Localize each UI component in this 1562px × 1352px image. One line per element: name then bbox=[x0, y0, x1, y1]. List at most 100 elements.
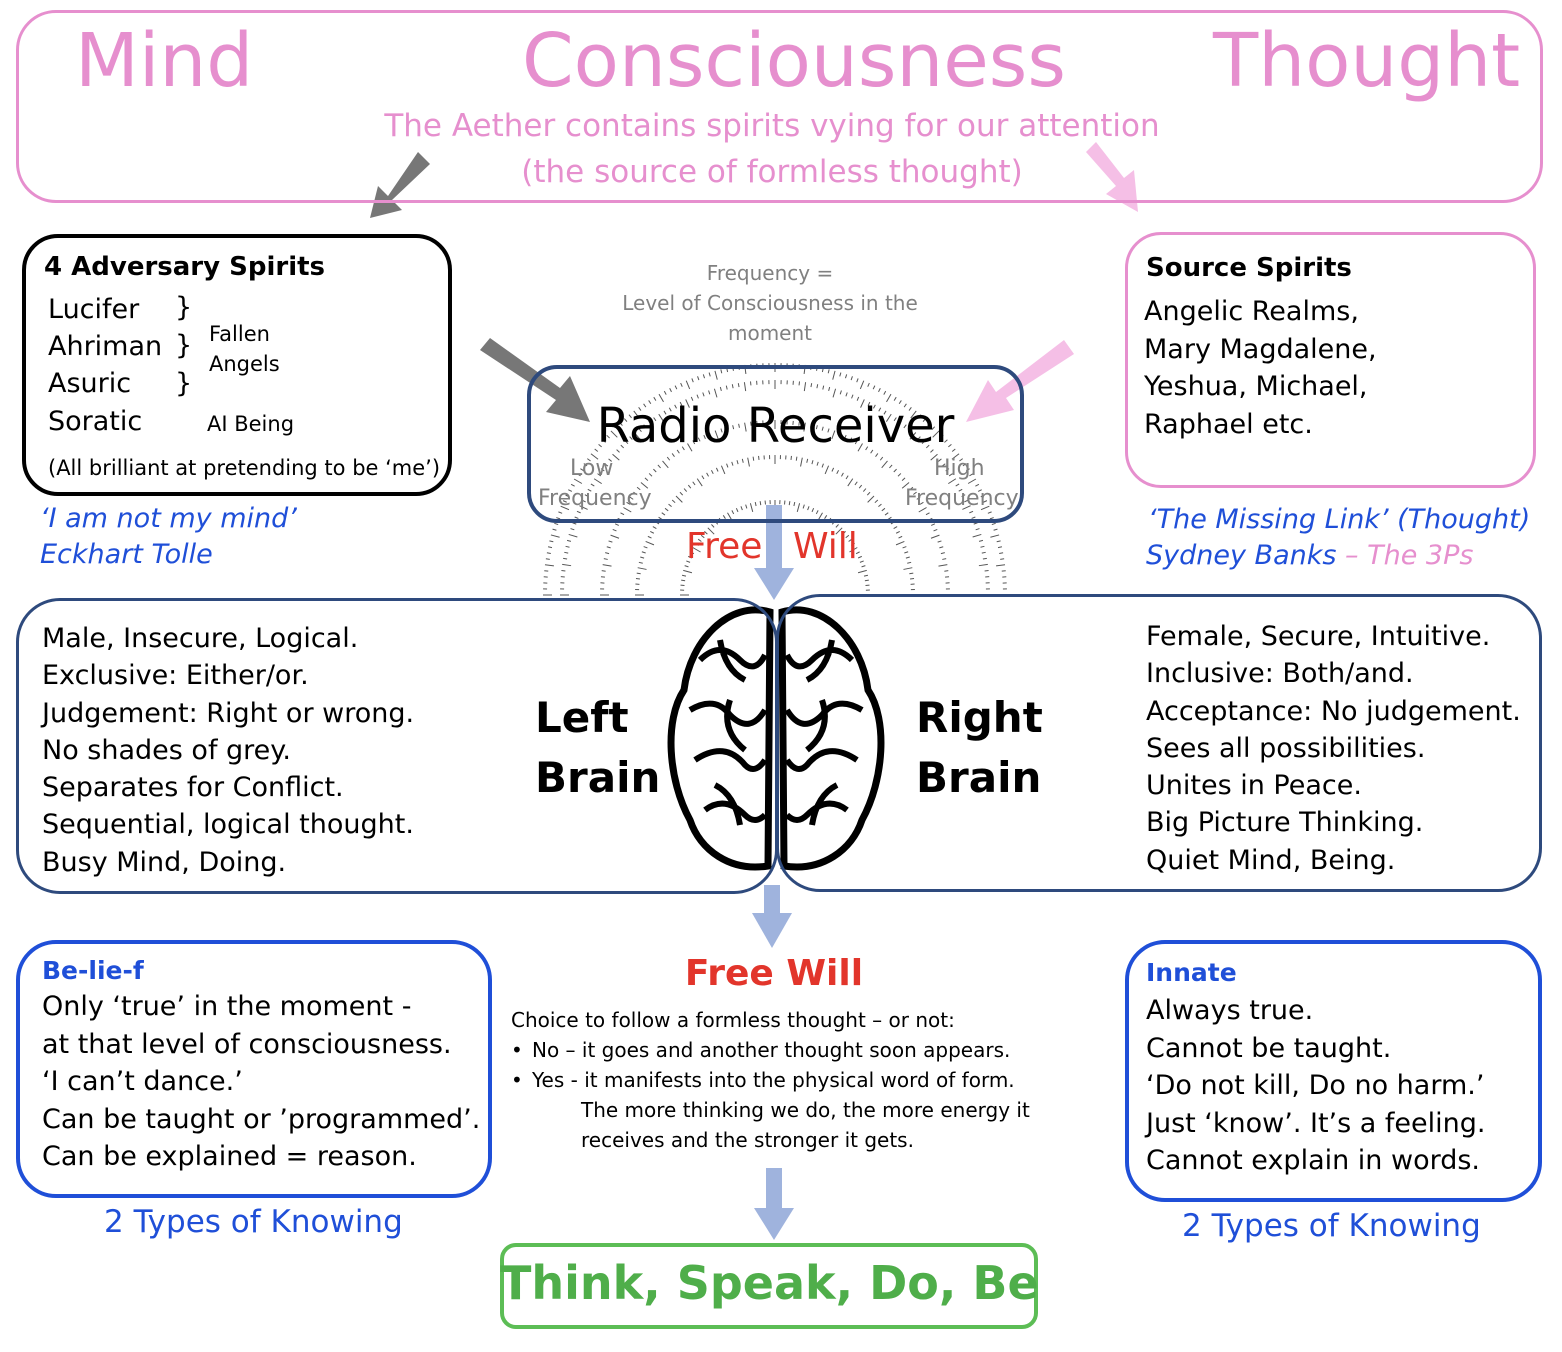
dial-tick bbox=[858, 484, 863, 489]
dial-tick bbox=[788, 501, 791, 506]
right-brain-box bbox=[776, 594, 1542, 892]
dial-tick bbox=[821, 463, 824, 468]
belief-lines: Only ‘true’ in the moment - at that leve… bbox=[42, 988, 480, 1176]
dial-tick bbox=[544, 564, 554, 567]
dial-tick bbox=[910, 410, 917, 419]
dial-tick bbox=[898, 535, 903, 539]
dial-tick bbox=[686, 560, 691, 563]
dial-tick bbox=[704, 531, 708, 535]
dial-tick bbox=[807, 506, 810, 511]
dial-tick bbox=[822, 385, 825, 390]
dial-tick bbox=[999, 552, 1004, 554]
dial-tick bbox=[679, 491, 684, 496]
dial-tick bbox=[637, 567, 647, 570]
dial-tick bbox=[983, 500, 988, 503]
dial-tick bbox=[685, 380, 691, 390]
innate-line: Cannot be taught. bbox=[1146, 1032, 1392, 1064]
free-will-text: Choice to follow a formless thought – or… bbox=[511, 1005, 1030, 1155]
dial-tick bbox=[620, 444, 625, 449]
dial-tick bbox=[745, 504, 748, 509]
dial-tick bbox=[921, 440, 926, 445]
dial-tick bbox=[839, 390, 842, 395]
dial-tick bbox=[961, 494, 966, 497]
dial-tick bbox=[987, 511, 992, 514]
dial-tick bbox=[901, 477, 906, 481]
belief-line: at that level of consciousness. bbox=[42, 1028, 452, 1060]
dial-tick bbox=[652, 526, 657, 529]
dial-tick bbox=[565, 545, 570, 548]
dial-tick bbox=[909, 432, 917, 440]
dial-tick bbox=[951, 448, 956, 452]
dial-tick bbox=[683, 488, 688, 492]
dial-tick bbox=[909, 486, 914, 491]
dial-tick bbox=[845, 475, 849, 480]
dial-tick bbox=[590, 483, 595, 487]
source-line: Yeshua, Michael, bbox=[1144, 371, 1368, 402]
dial-tick bbox=[969, 510, 974, 514]
dial-tick bbox=[706, 472, 709, 477]
dial-tick bbox=[832, 370, 836, 380]
dial-tick bbox=[633, 432, 641, 440]
dial-tick bbox=[913, 491, 917, 495]
dial-tick bbox=[816, 461, 819, 466]
dial-tick bbox=[674, 385, 678, 390]
dial-tick bbox=[859, 380, 865, 390]
trait: Acceptance: No judgement. bbox=[1146, 695, 1521, 727]
dial-tick bbox=[657, 464, 661, 469]
dial-tick bbox=[795, 456, 798, 461]
dial-tick bbox=[902, 546, 907, 549]
radio-receiver-title: Radio Receiver bbox=[596, 398, 955, 454]
dial-tick bbox=[972, 533, 982, 538]
dial-tick bbox=[828, 386, 831, 392]
dial-tick bbox=[848, 538, 853, 542]
dial-tick bbox=[546, 552, 551, 554]
dial-tick bbox=[908, 407, 912, 411]
dial-tick bbox=[752, 456, 755, 461]
dial-tick bbox=[841, 472, 844, 477]
dial-tick bbox=[991, 522, 996, 526]
dial-tick bbox=[881, 507, 886, 512]
dial-tick bbox=[803, 422, 806, 432]
dial-tick bbox=[845, 534, 850, 539]
innate-title: Innate bbox=[1146, 958, 1237, 987]
dial-tick bbox=[940, 552, 945, 555]
dial-tick bbox=[737, 383, 740, 388]
innate-caption: 2 Types of Knowing bbox=[1182, 1208, 1481, 1244]
adversary-name: Ahriman bbox=[48, 331, 163, 362]
dial-tick bbox=[566, 539, 572, 542]
dial-tick bbox=[889, 464, 893, 469]
dial-tick bbox=[857, 569, 867, 574]
dial-tick bbox=[669, 388, 672, 393]
dial-tick bbox=[573, 478, 583, 484]
dial-tick bbox=[554, 522, 559, 526]
dial-tick bbox=[653, 468, 657, 473]
dial-tick bbox=[803, 382, 807, 392]
three-ps: – The 3Ps bbox=[1336, 540, 1474, 571]
dial-tick bbox=[685, 399, 690, 408]
dial-tick bbox=[980, 545, 985, 548]
dial-tick bbox=[878, 407, 882, 412]
dial-tick bbox=[917, 436, 921, 440]
label-line: Brain bbox=[916, 753, 1042, 802]
dial-tick bbox=[879, 456, 884, 461]
source-title: Source Spirits bbox=[1146, 253, 1352, 283]
dial-tick bbox=[648, 420, 652, 425]
dial-tick bbox=[925, 512, 930, 516]
dial-tick bbox=[608, 540, 613, 543]
dial-tick bbox=[594, 448, 599, 452]
adversary-spirits-box bbox=[22, 234, 452, 496]
dial-tick bbox=[747, 457, 750, 467]
frequency-note-line: moment bbox=[727, 321, 813, 345]
dial-tick bbox=[579, 505, 588, 510]
dial-tick bbox=[641, 551, 646, 554]
header-subtitle-1: The Aether contains spirits vying for ou… bbox=[384, 108, 1160, 144]
dial-tick bbox=[708, 390, 711, 395]
bullet-text: Yes - it manifests into the physical wor… bbox=[532, 1068, 1015, 1092]
dial-tick bbox=[931, 523, 936, 526]
dial-tick bbox=[688, 555, 693, 559]
dial-tick bbox=[690, 551, 695, 555]
dial-tick bbox=[674, 404, 677, 409]
dial-tick bbox=[584, 494, 589, 497]
dial-tick bbox=[601, 570, 606, 572]
dial-tick bbox=[937, 540, 942, 543]
